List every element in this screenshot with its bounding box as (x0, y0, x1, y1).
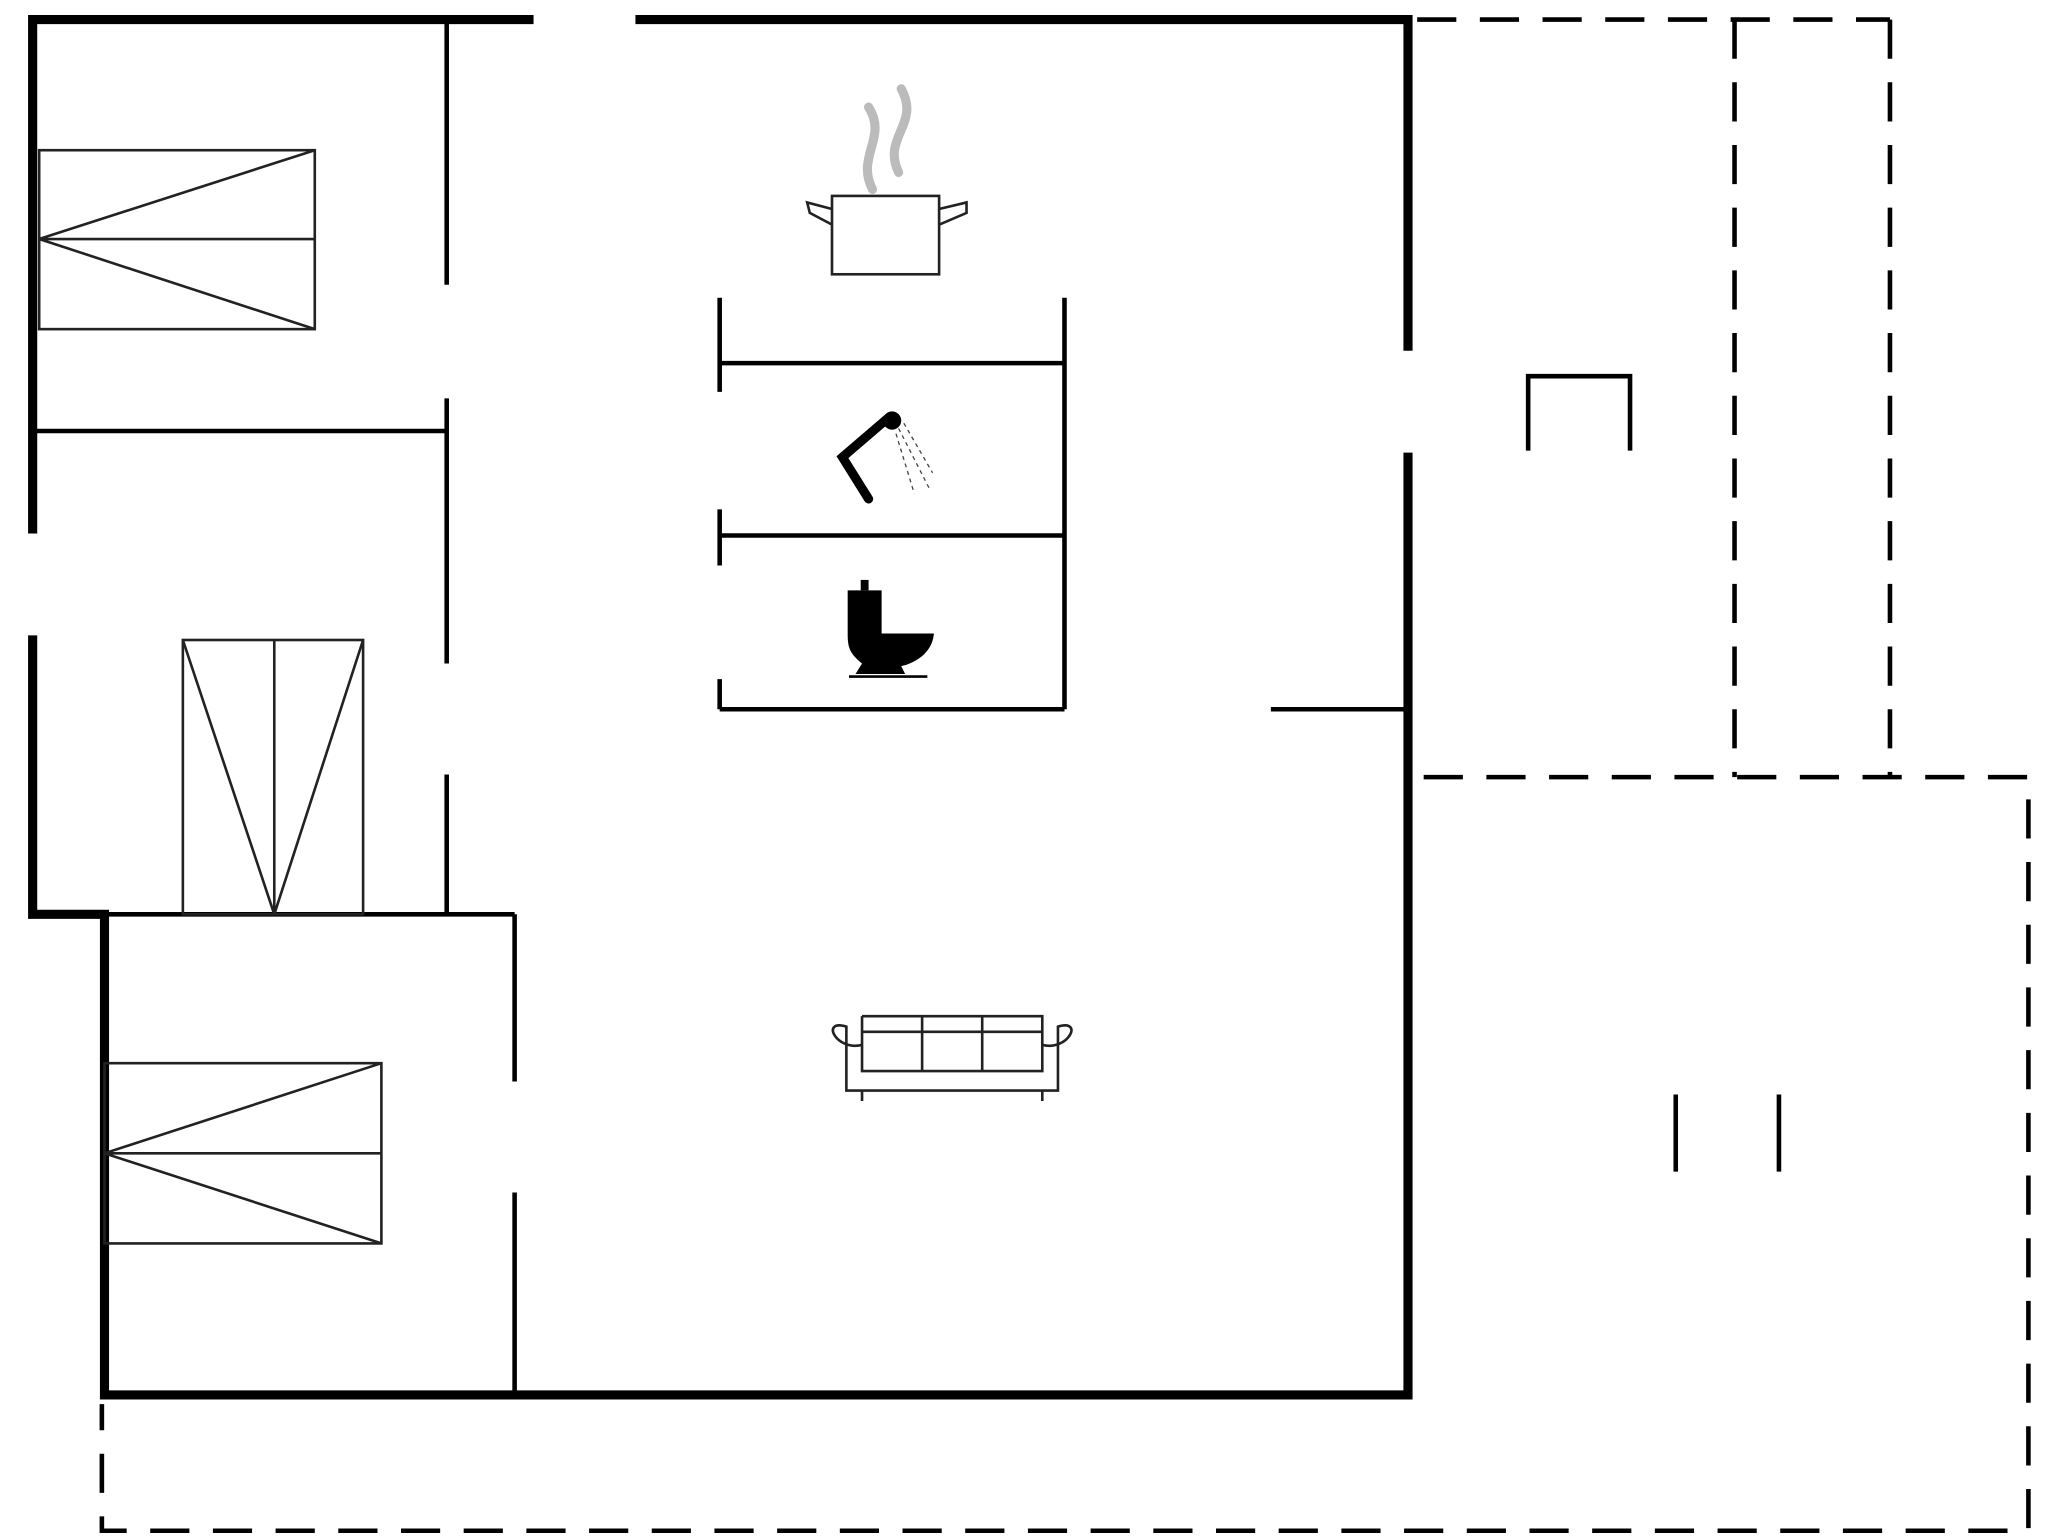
cooking-pot-icon (805, 84, 968, 276)
interior-walls (36, 19, 1408, 1395)
double-bed-icon (37, 148, 317, 331)
toilet-icon (847, 579, 934, 678)
terrace-outline (99, 17, 2031, 1534)
double-bed-icon (103, 1061, 383, 1245)
sofa-icon (831, 1014, 1073, 1102)
double-bed-icon (181, 638, 365, 916)
shower-icon (836, 411, 934, 504)
